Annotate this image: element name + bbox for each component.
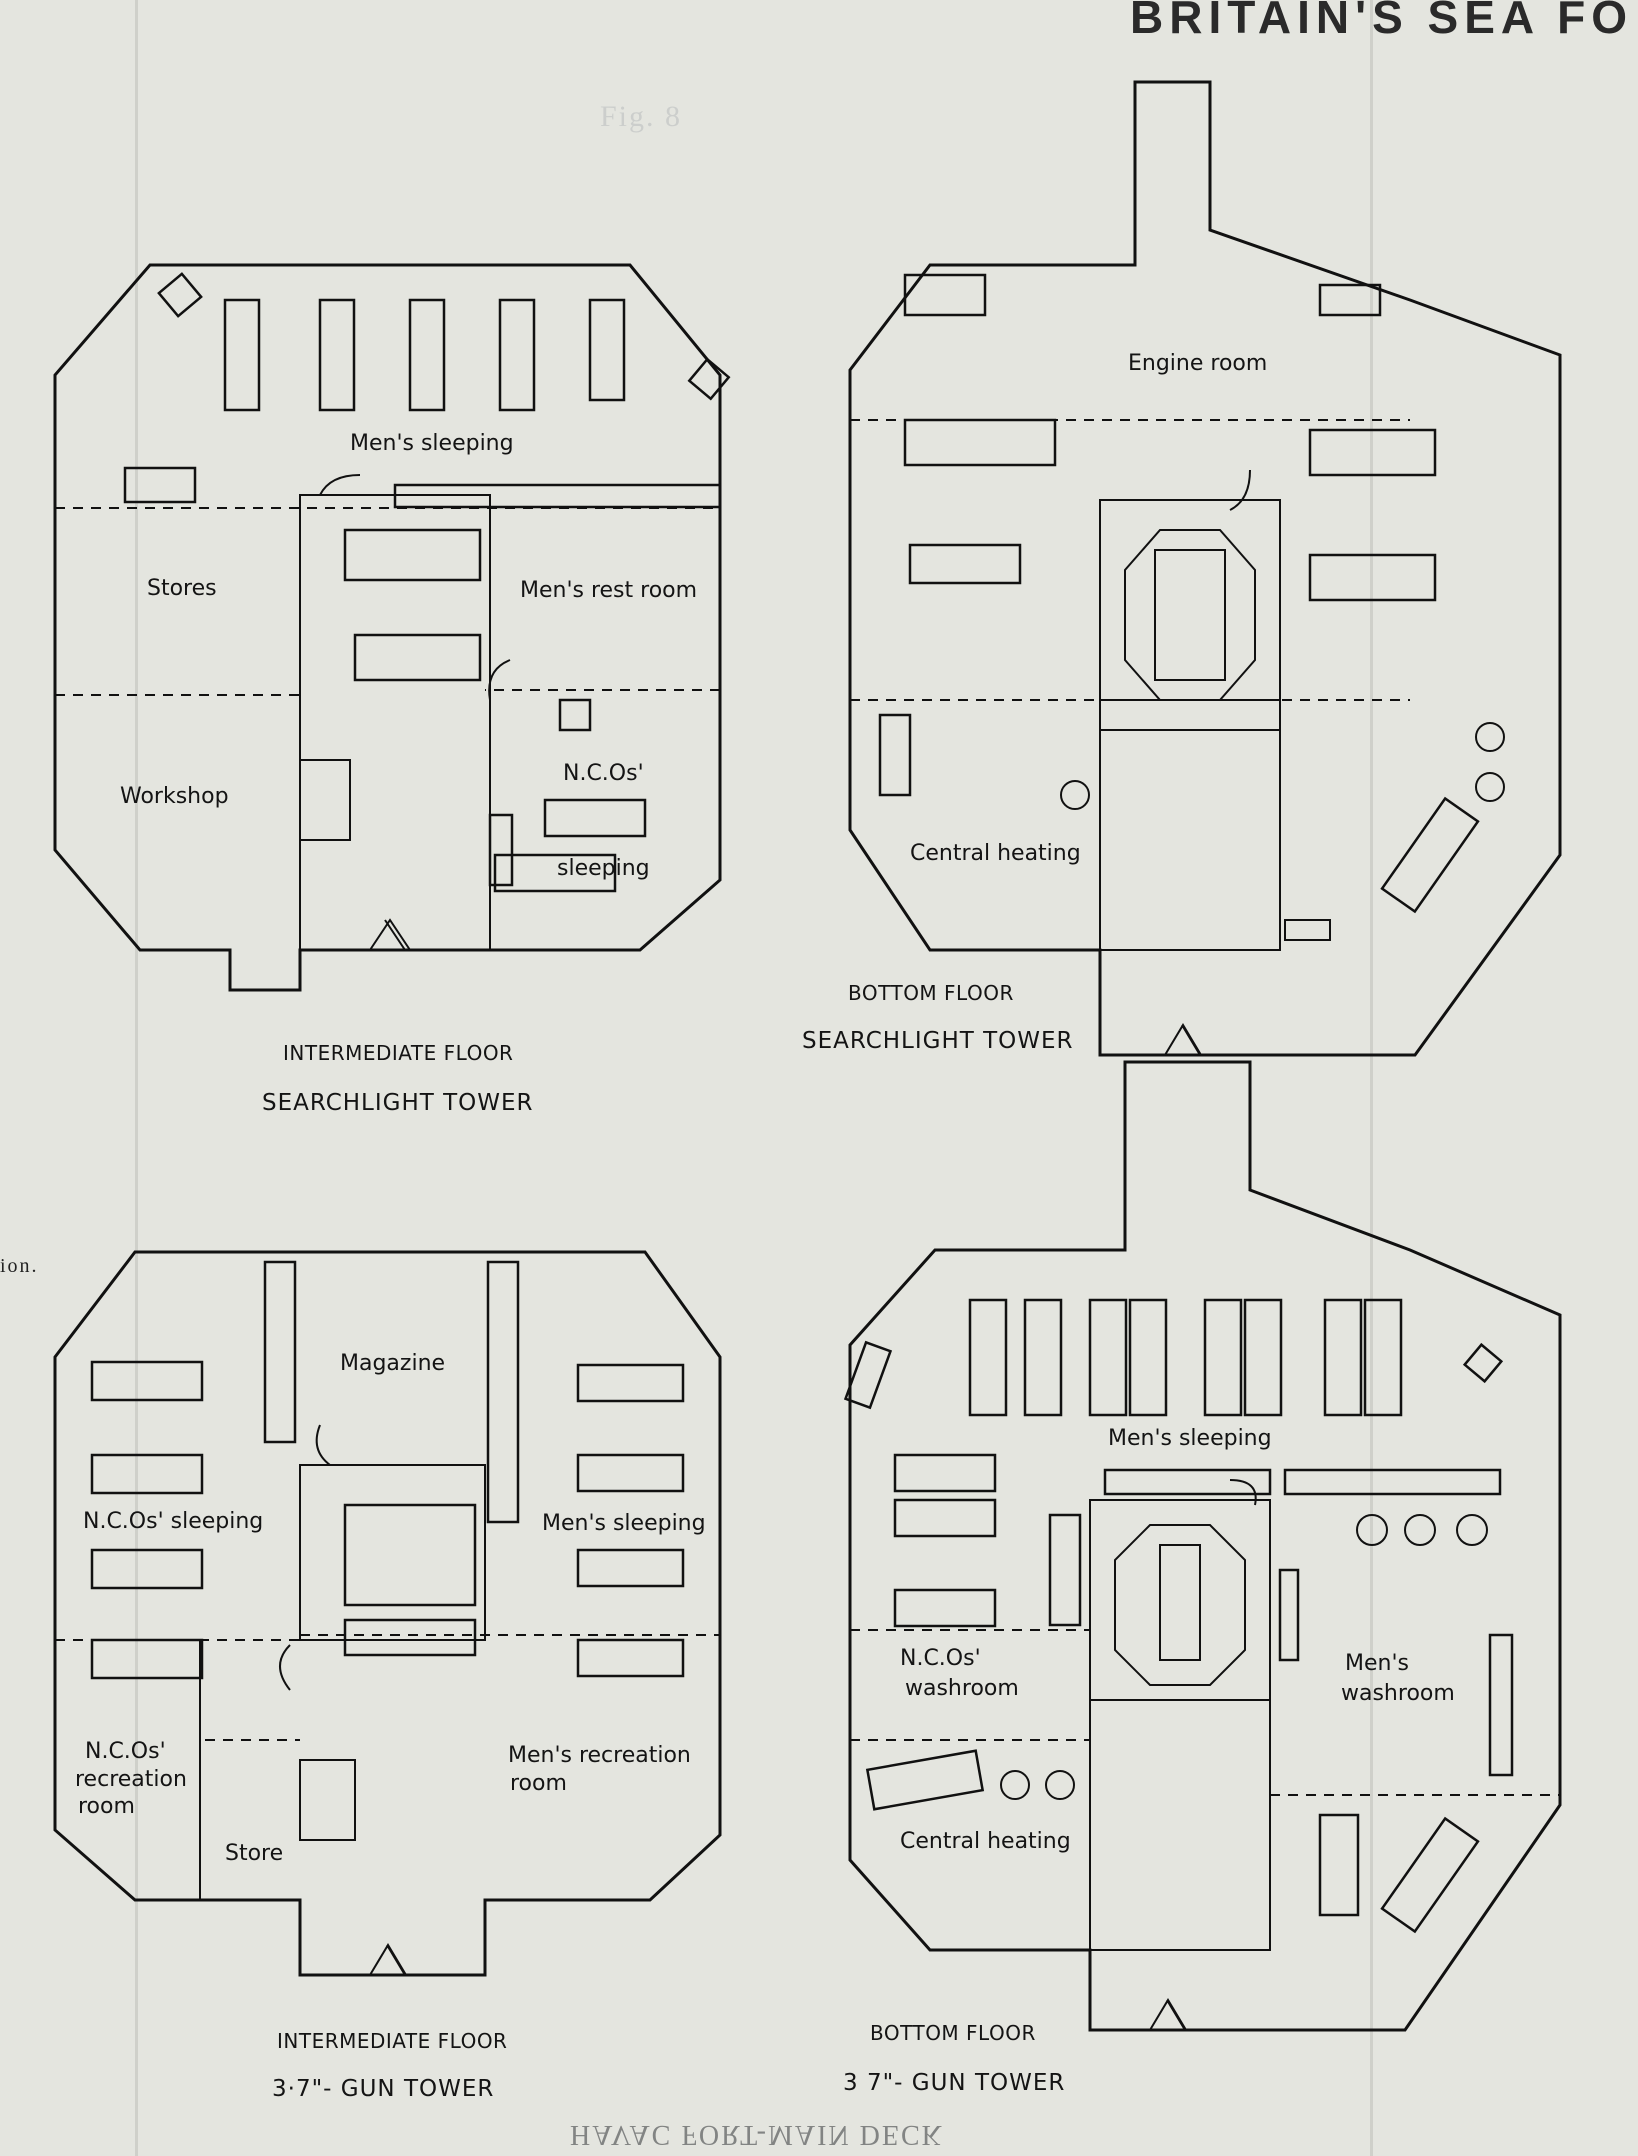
plan-intermediate-searchlight: Men's sleeping Stores Men's rest room Wo… xyxy=(53,263,731,1116)
tower-caption: SEARCHLIGHT TOWER xyxy=(802,1028,1074,1054)
paper-fold xyxy=(135,0,138,2156)
plan-bottom-gun: Men's sleeping N.C.Os' washroom Men's wa… xyxy=(843,1060,1562,2096)
room-label: Store xyxy=(225,1841,283,1866)
room-label: room xyxy=(78,1794,135,1819)
room-label: Men's rest room xyxy=(520,578,697,603)
figure-number: Fig. 8 xyxy=(600,100,683,133)
floor-caption: INTERMEDIATE FLOOR xyxy=(283,1041,513,1065)
floor-caption: INTERMEDIATE FLOOR xyxy=(277,2029,507,2053)
room-label: Engine room xyxy=(1128,351,1267,376)
room-label: Stores xyxy=(147,576,217,601)
room-label: Workshop xyxy=(120,784,229,809)
room-label: washroom xyxy=(1341,1681,1455,1706)
tower-caption: 3·7"- GUN TOWER xyxy=(272,2076,494,2102)
room-label: washroom xyxy=(905,1676,1019,1701)
room-label: sleeping xyxy=(557,856,650,881)
room-label: Men's sleeping xyxy=(1108,1426,1272,1451)
room-label: N.C.Os' sleeping xyxy=(83,1509,263,1534)
room-label: Men's xyxy=(1345,1651,1409,1676)
room-label: N.C.Os' xyxy=(563,761,644,786)
tower-caption: SEARCHLIGHT TOWER xyxy=(262,1090,534,1116)
paper-fold xyxy=(1370,0,1373,2156)
room-label: Men's sleeping xyxy=(542,1511,706,1536)
tower-caption: 3 7"- GUN TOWER xyxy=(843,2070,1065,2096)
room-label: recreation xyxy=(75,1767,187,1792)
floor-caption: BOTTOM FLOOR xyxy=(870,2021,1036,2045)
plan-bottom-searchlight: Engine room Central heating BOTTOM FLOOR… xyxy=(802,80,1562,1057)
side-text-fragment: ion. xyxy=(0,1255,39,1277)
room-label: Central heating xyxy=(900,1829,1071,1854)
room-label: Men's sleeping xyxy=(350,431,514,456)
room-label: room xyxy=(510,1771,567,1796)
plan-intermediate-gun: Magazine N.C.Os' sleeping Men's sleeping… xyxy=(53,1250,722,2102)
room-label: Magazine xyxy=(340,1351,445,1376)
room-label: Men's recreation xyxy=(508,1743,691,1768)
room-label: Central heating xyxy=(910,841,1081,866)
header-title-fragment: BRITAIN'S SEA FO xyxy=(1130,0,1634,43)
room-label: N.C.Os' xyxy=(85,1739,166,1764)
room-label: N.C.Os' xyxy=(900,1646,981,1671)
floor-caption: BOTTOM FLOOR xyxy=(848,981,1014,1005)
